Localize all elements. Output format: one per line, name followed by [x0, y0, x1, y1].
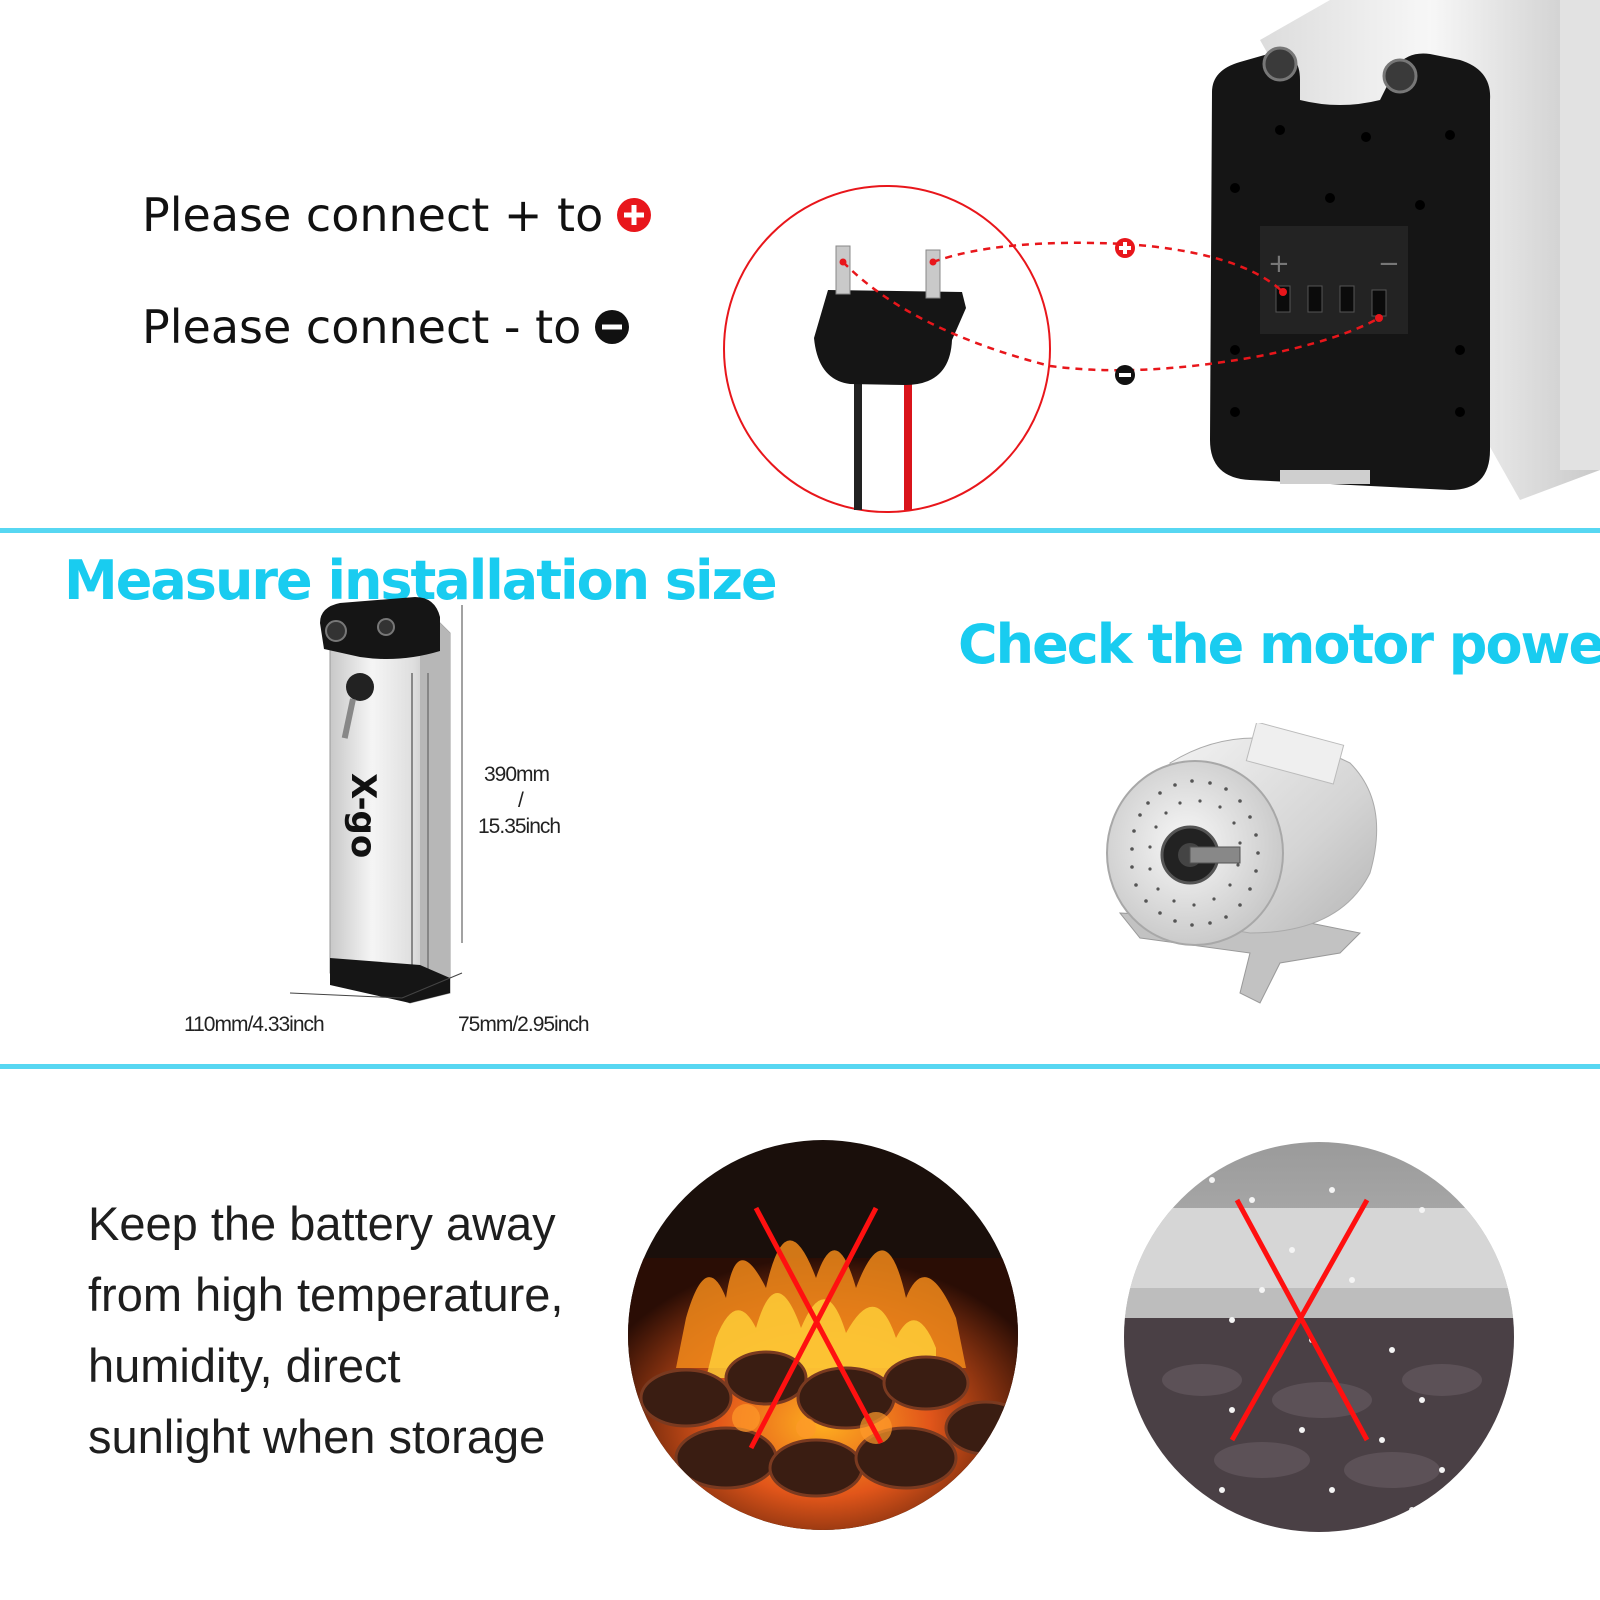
connect-plus-text: Please connect + to [142, 188, 604, 242]
storage-warning-line: sunlight when storage [88, 1410, 546, 1463]
section-divider [0, 528, 1600, 533]
storage-warning-line: humidity, direct [88, 1339, 401, 1392]
battery-pack-illustration: X-go [320, 597, 451, 1004]
measure-motor-section: Measure installation size X-go [0, 533, 1600, 1063]
cross-icon [753, 1206, 884, 1445]
height-mm-label: 390mm [484, 763, 550, 786]
minus-circle-icon [595, 310, 630, 344]
black-wire [854, 372, 862, 510]
fire-warning-image [628, 1140, 1018, 1530]
storage-warning-text: Keep the battery away from high temperat… [88, 1188, 563, 1472]
screw [1262, 46, 1298, 82]
battery-logo: X-go [343, 773, 383, 858]
dimension-lines [289, 605, 463, 999]
plug-pin [835, 245, 851, 295]
red-wire [904, 372, 912, 510]
height-separator: / [518, 789, 524, 812]
height-inch-label: 15.35inch [478, 815, 561, 838]
battery-terminal-panel [1260, 226, 1408, 334]
plug-pin [925, 249, 941, 299]
connect-plus-instruction: Please connect + to [142, 188, 652, 242]
connect-minus-instruction: Please connect - to [142, 300, 630, 354]
section-divider [0, 1064, 1600, 1069]
humidity-warning-image [1124, 1142, 1514, 1532]
screw [1382, 58, 1418, 94]
motor-illustration [1106, 723, 1378, 1004]
plug-body [814, 290, 966, 385]
width-label: 110mm/4.33inch [184, 1013, 325, 1036]
connect-minus-text: Please connect - to [142, 300, 582, 354]
storage-warning-line: Keep the battery away [88, 1197, 556, 1250]
storage-warning-line: from high temperature, [88, 1268, 564, 1321]
connector-illustration: + − [723, 0, 1600, 513]
connection-section: Please connect + to Please connect - to [0, 0, 1600, 530]
plus-circle-icon [617, 198, 652, 232]
motor-title: Check the motor power [958, 613, 1600, 676]
svg-text:−: − [1378, 249, 1400, 279]
depth-label: 75mm/2.95inch [458, 1013, 590, 1036]
svg-text:+: + [1268, 249, 1290, 279]
